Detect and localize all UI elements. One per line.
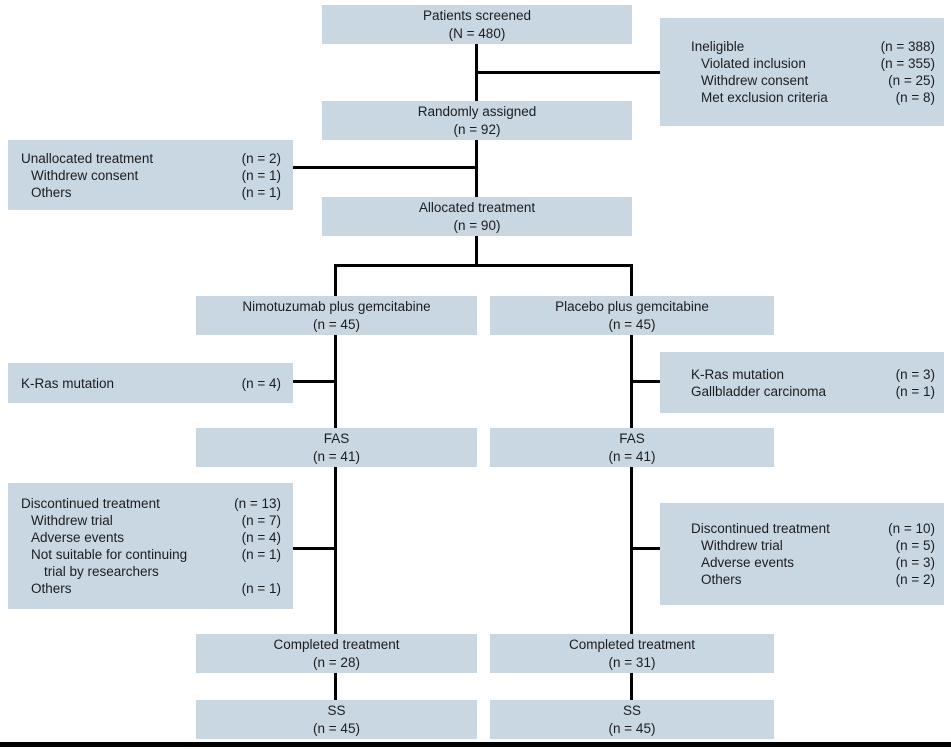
box-randomly-assigned-n: (n = 92) (453, 121, 501, 137)
box-arm-placebo-n: (n = 45) (608, 316, 656, 332)
unallocated-row: Others (n = 1) (31, 184, 281, 200)
discontinued-right-row: Adverse events (n = 3) (701, 555, 935, 570)
box-allocated-treatment: Allocated treatment (n = 90) (322, 197, 632, 236)
box-allocated-treatment-n: (n = 90) (453, 217, 501, 233)
box-fas-right: FAS (n = 41) (490, 428, 774, 467)
box-completed-right: Completed treatment (n = 31) (490, 634, 774, 673)
box-completed-left: Completed treatment (n = 28) (196, 634, 477, 673)
ineligible-row: Violated inclusion (n = 355) (701, 56, 935, 71)
box-ss-left: SS (n = 45) (196, 700, 477, 739)
box-completed-left-title: Completed treatment (273, 636, 400, 652)
discontinued-left-row: Withdrew trial (n = 7) (31, 513, 281, 528)
box-discontinued-left: Discontinued treatment (n = 13) Withdrew… (8, 483, 293, 609)
connector-rightcompleted-to-ss (630, 673, 633, 700)
box-arm-nimotuzumab-title: Nimotuzumab plus gemcitabine (242, 298, 431, 314)
connector-to-discontinued-right (631, 547, 661, 550)
box-fas-right-n: (n = 41) (608, 448, 656, 464)
box-patients-screened-title: Patients screened (422, 7, 532, 23)
box-ss-right-title: SS (622, 702, 641, 718)
connector-leftcompleted-to-ss (334, 673, 337, 700)
connector-randomized-to-allocated (475, 140, 478, 198)
discontinued-left-row: Adverse events (n = 4) (31, 530, 281, 545)
ineligible-row: Ineligible (n = 388) (691, 39, 935, 54)
discontinued-right-row: Others (n = 2) (701, 572, 935, 587)
unallocated-row: Withdrew consent (n = 1) (31, 167, 281, 183)
connector-leftfas-to-completed (334, 467, 337, 634)
box-completed-right-n: (n = 31) (608, 654, 656, 670)
box-completed-left-n: (n = 28) (313, 654, 360, 670)
discontinued-right-row: Discontinued treatment (n = 10) (691, 521, 935, 536)
discontinued-left-row: Others (n = 1) (31, 581, 281, 596)
box-ineligible: Ineligible (n = 388) Violated inclusion … (660, 18, 944, 126)
connector-to-ineligible (477, 71, 662, 74)
connector-to-discontinued-left (292, 547, 336, 550)
connector-split-to-left-arm (334, 264, 337, 296)
box-unallocated-treatment: Unallocated treatment (n = 2) Withdrew c… (8, 140, 293, 210)
discontinued-left-row: Discontinued treatment (n = 13) (21, 496, 281, 511)
box-arm-placebo-title: Placebo plus gemcitabine (555, 298, 709, 314)
kras-right-row: Gallbladder carcinoma (n = 1) (691, 383, 935, 399)
box-fas-left-n: (n = 41) (313, 448, 360, 464)
box-kras-right: K-Ras mutation (n = 3) Gallbladder carci… (660, 352, 944, 413)
box-patients-screened-n: (N = 480) (448, 25, 506, 41)
connector-to-kras-left (292, 380, 336, 383)
box-arm-nimotuzumab: Nimotuzumab plus gemcitabine (n = 45) (196, 296, 477, 335)
box-ss-right-n: (n = 45) (608, 720, 656, 736)
ineligible-row: Withdrew consent (n = 25) (701, 73, 935, 88)
connector-allocated-to-split (475, 236, 478, 266)
box-discontinued-right: Discontinued treatment (n = 10) Withdrew… (660, 503, 944, 605)
box-kras-left: K-Ras mutation (n = 4) (8, 363, 293, 403)
connector-to-unallocated (292, 166, 476, 169)
box-ss-left-n: (n = 45) (313, 720, 360, 736)
discontinued-right-row: Withdrew trial (n = 5) (701, 538, 935, 553)
connector-split-horizontal (334, 264, 633, 267)
figure-bottom-rule (0, 742, 951, 747)
kras-right-row: K-Ras mutation (n = 3) (691, 366, 935, 382)
box-completed-right-title: Completed treatment (568, 636, 696, 652)
box-arm-nimotuzumab-n: (n = 45) (313, 316, 360, 332)
box-fas-left-title: FAS (323, 430, 350, 446)
unallocated-row: Unallocated treatment (n = 2) (21, 150, 281, 166)
box-fas-left: FAS (n = 41) (196, 428, 477, 467)
connector-screened-to-randomized (475, 44, 478, 102)
box-arm-placebo: Placebo plus gemcitabine (n = 45) (490, 296, 774, 335)
box-randomly-assigned-title: Randomly assigned (417, 103, 537, 119)
connector-to-kras-right (631, 380, 661, 383)
ineligible-row: Met exclusion criteria (n = 8) (701, 90, 935, 105)
discontinued-left-row: trial by researchers (44, 564, 159, 579)
kras-left-row: K-Ras mutation (n = 4) (21, 375, 281, 391)
box-ss-left-title: SS (327, 702, 346, 718)
box-allocated-treatment-title: Allocated treatment (418, 199, 536, 215)
connector-rightfas-to-completed (630, 467, 633, 634)
connector-split-to-right-arm (630, 264, 633, 296)
discontinued-left-row: Not suitable for continuing (n = 1) (31, 547, 281, 562)
box-patients-screened: Patients screened (N = 480) (322, 5, 632, 44)
box-ss-right: SS (n = 45) (490, 700, 774, 739)
box-fas-right-title: FAS (619, 430, 645, 446)
box-randomly-assigned: Randomly assigned (n = 92) (322, 101, 632, 140)
